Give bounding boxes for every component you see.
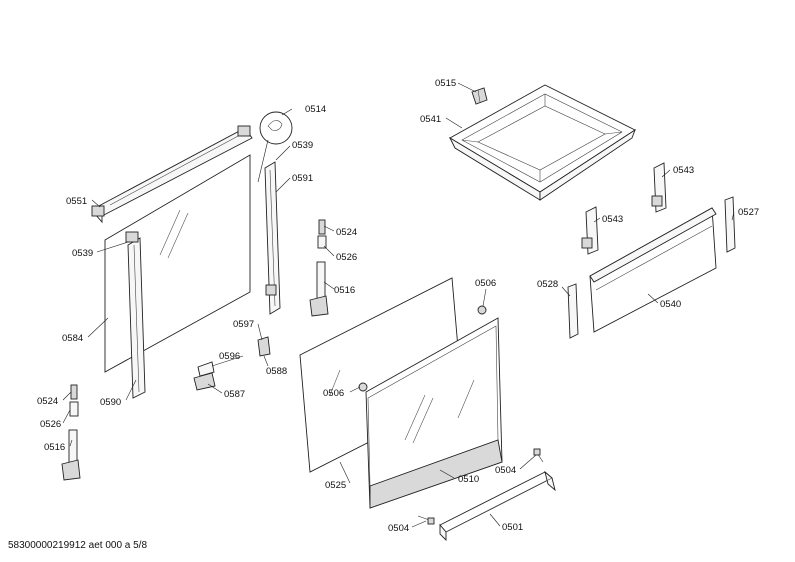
label-0541: 0541 xyxy=(420,114,441,125)
label-0506-left: 0506 xyxy=(323,388,344,399)
label-0551: 0551 xyxy=(66,196,87,207)
drawer-brackets xyxy=(581,162,667,255)
rear-glass-panel xyxy=(104,154,251,373)
label-0591: 0591 xyxy=(292,173,313,184)
label-0516-left: 0516 xyxy=(44,442,65,453)
part-labels: 0515 0541 0514 0539 0591 0551 0539 0524 … xyxy=(37,78,759,534)
label-0596: 0596 xyxy=(219,351,240,362)
label-0584: 0584 xyxy=(62,333,83,344)
drawer-front xyxy=(589,207,717,333)
label-0587: 0587 xyxy=(224,389,245,400)
hinge-parts-left xyxy=(61,384,81,481)
label-0526-center: 0526 xyxy=(336,252,357,263)
label-0504-left: 0504 xyxy=(388,523,409,534)
label-0539-top: 0539 xyxy=(292,140,313,151)
label-0543-top: 0543 xyxy=(673,165,694,176)
door-handle xyxy=(439,470,556,542)
baking-tray xyxy=(448,84,636,201)
right-side-bracket xyxy=(264,161,281,315)
label-0506-right: 0506 xyxy=(475,278,496,289)
drawer-rail-left xyxy=(567,283,579,339)
label-0540: 0540 xyxy=(660,299,681,310)
label-0524-left: 0524 xyxy=(37,396,58,407)
label-0515: 0515 xyxy=(435,78,456,89)
label-0524-center: 0524 xyxy=(336,227,357,238)
top-frame xyxy=(91,125,253,224)
glass-stop xyxy=(358,305,487,392)
label-0504-right: 0504 xyxy=(495,465,516,476)
label-0501: 0501 xyxy=(502,522,523,533)
label-0539-left: 0539 xyxy=(72,248,93,259)
label-0510: 0510 xyxy=(458,474,479,485)
label-0597: 0597 xyxy=(233,319,254,330)
left-side-bracket xyxy=(125,231,146,399)
handle-screws xyxy=(417,448,544,525)
detail-magnifier xyxy=(257,111,293,183)
small-fixings xyxy=(193,336,271,391)
label-0516-center: 0516 xyxy=(334,285,355,296)
tray-clip xyxy=(471,87,488,105)
label-0588: 0588 xyxy=(266,366,287,377)
hinge-parts-center xyxy=(309,219,329,317)
leader-lines xyxy=(62,82,735,528)
label-0527: 0527 xyxy=(738,207,759,218)
label-0528: 0528 xyxy=(537,279,558,290)
document-footer: 58300000219912 aet 000 a 5/8 xyxy=(8,540,148,551)
drawer-rail-right xyxy=(724,196,736,253)
label-0543-lower: 0543 xyxy=(602,214,623,225)
label-0514: 0514 xyxy=(305,104,326,115)
label-0525: 0525 xyxy=(325,480,346,491)
outer-door xyxy=(365,317,503,509)
label-0590: 0590 xyxy=(100,397,121,408)
label-0526-left: 0526 xyxy=(40,419,61,430)
